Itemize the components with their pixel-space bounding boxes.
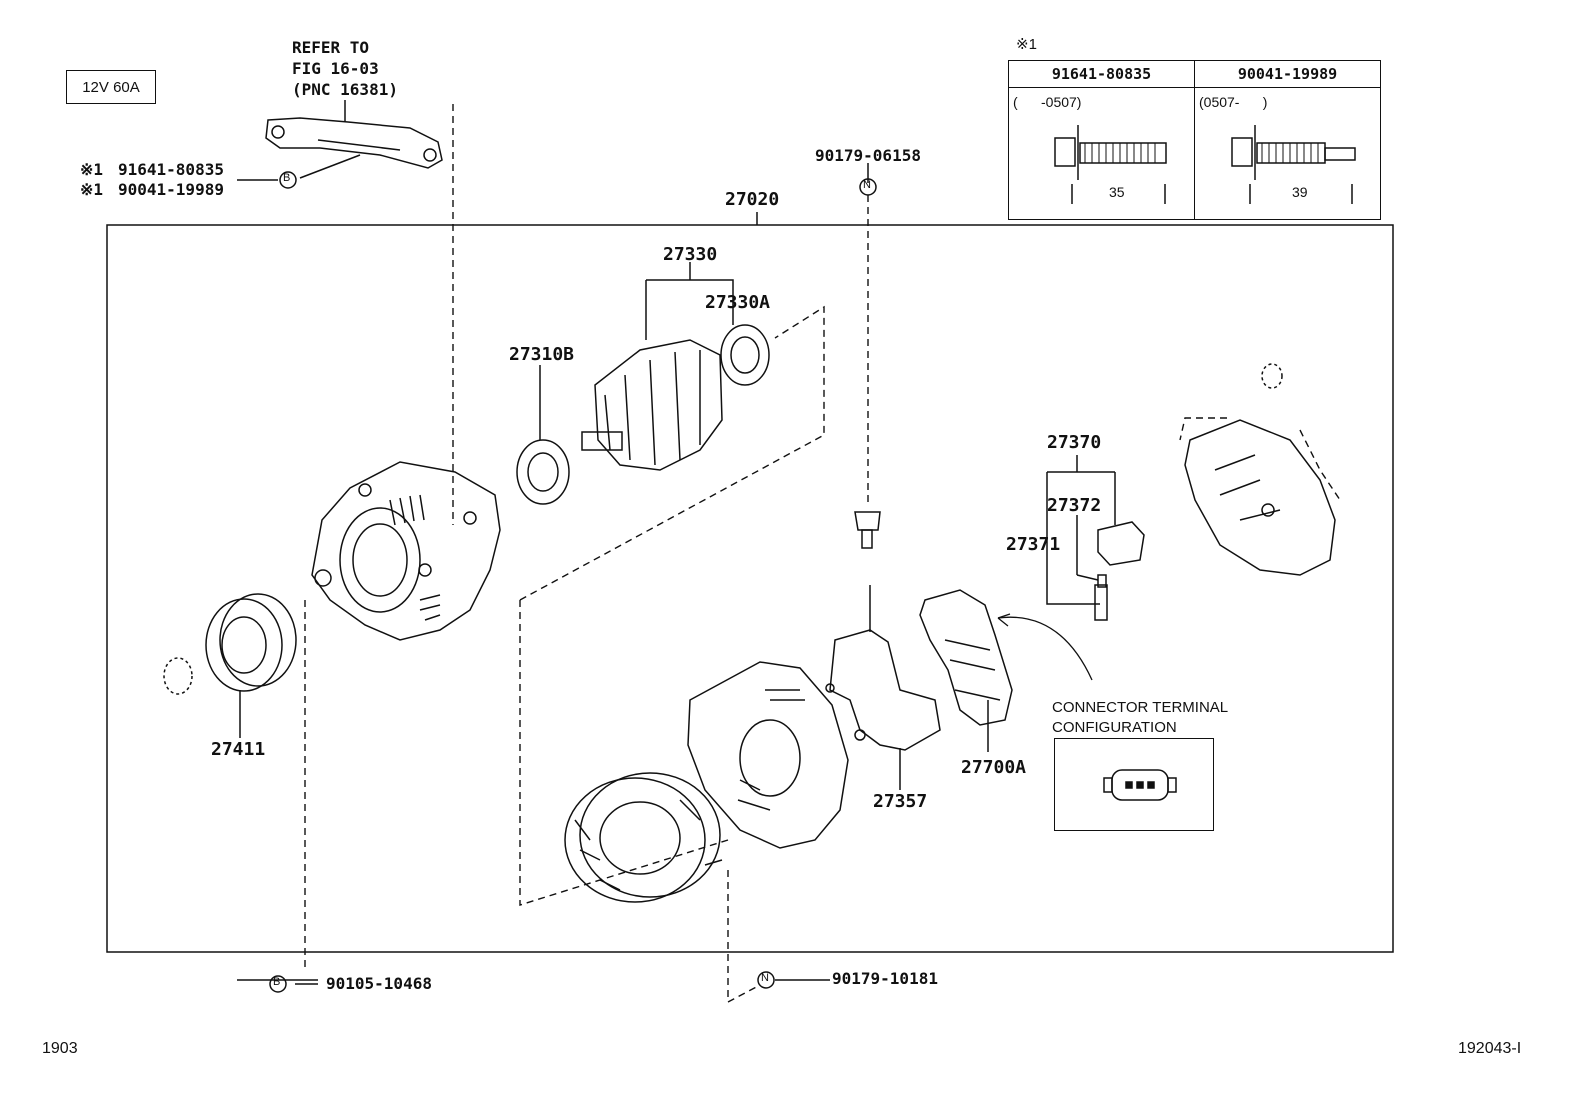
note-mark: ※1 [1016,36,1037,53]
rear-cover-drawing [1184,419,1336,576]
part-label-regulator[interactable]: 27700A [961,757,1027,778]
rectifier-drawing [825,585,941,790]
connector-box [1054,738,1214,831]
option-cell-2: (0507- ) 39 [1194,87,1381,220]
cover-nut-drawing [1261,363,1283,389]
part-label-rectifier[interactable]: 27357 [873,791,928,812]
footer-left-code: 1903 [42,1040,78,1057]
connector-title-line-2: CONFIGURATION [1052,719,1177,736]
bolt-ref-mark-2: ※1 [80,180,104,199]
regulator-drawing [919,589,1093,752]
part-label-through-bolt[interactable]: 90105-10468 [326,974,432,993]
option-col-1-part[interactable]: 91641-80835 [1008,60,1195,88]
callout-b-top-circle [279,171,297,189]
assembly-frame [106,224,1394,953]
callout-n-bottom-circle [757,971,775,989]
option-col-1-range: ( -0507) [1013,94,1082,110]
part-label-nut-bottom[interactable]: 90179-10181 [832,969,938,988]
part-label-brush-holder[interactable]: 27370 [1047,432,1102,453]
option-col-2-range: (0507- ) [1199,94,1268,110]
bolt-ref-part-1[interactable]: 91641-80835 [118,160,224,179]
pulley-nut-drawing [163,657,193,695]
rear-bearing-drawing [720,324,770,386]
part-label-terminal-bolt-top[interactable]: 90179-06158 [815,146,921,165]
part-label-assembly[interactable]: 27020 [725,189,780,210]
part-label-brush-spring[interactable]: 27371 [1006,534,1061,555]
bolt-option-table: 91641-80835 90041-19989 ( -0507) 35 (050… [1008,60,1381,220]
terminal-bolt-drawing [854,511,881,549]
brush-holder-drawing [1046,455,1145,621]
bolt-ref-part-2[interactable]: 90041-19989 [118,180,224,199]
option-col-2-length: 39 [1292,184,1308,200]
stator-drawing [564,772,723,903]
callout-b-bottom: B [273,976,281,988]
option-col-2-part[interactable]: 90041-19989 [1194,60,1381,88]
bracket-drawing [265,117,443,169]
refer-note-line-2: FIG 16-03 [292,59,379,78]
part-label-brush[interactable]: 27372 [1047,495,1102,516]
bolt-ref-mark-1: ※1 [80,160,104,179]
pulley-drawing [205,593,297,738]
refer-note-line-3[interactable]: (PNC 16381) [292,80,398,99]
option-col-1-length: 35 [1109,184,1125,200]
option-cell-1: ( -0507) 35 [1008,87,1195,220]
part-label-pulley[interactable]: 27411 [211,739,266,760]
spec-box: 12V 60A [66,70,156,104]
callout-n-top-circle [859,178,877,196]
rear-housing-drawing [687,661,849,849]
footer-right-code: 192043-I [1458,1040,1522,1057]
callout-n-top: N [863,179,871,191]
part-label-rotor[interactable]: 27330 [663,244,718,265]
front-housing-drawing [311,461,501,641]
part-label-rear-bearing[interactable]: 27330A [705,292,771,313]
connector-drawing [1103,769,1177,801]
callout-b-bottom-circle [269,975,287,993]
front-bearing-drawing [516,365,570,505]
callout-n-bottom: N [761,972,769,984]
callout-b-top: B [283,172,291,184]
rotor-drawing [581,262,734,471]
refer-note-line-1: REFER TO [292,38,370,57]
connector-title-line-1: CONNECTOR TERMINAL [1052,699,1229,716]
part-label-front-bearing[interactable]: 27310B [509,344,575,365]
